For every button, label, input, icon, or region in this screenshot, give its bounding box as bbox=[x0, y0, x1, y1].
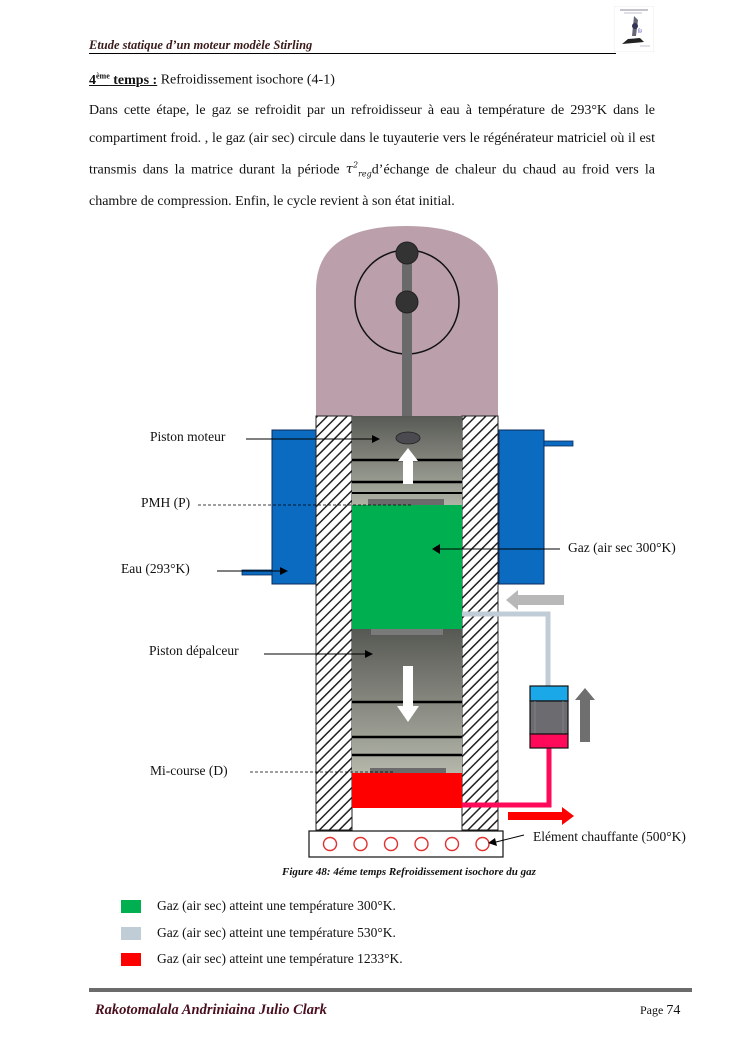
tau-reg-symbol: τ2reg bbox=[345, 161, 372, 179]
heater-coil bbox=[414, 836, 429, 852]
heater-base bbox=[308, 830, 504, 858]
heater-coil bbox=[383, 836, 399, 852]
footer-author: Rakotomalala Andriniaina Julio Clark bbox=[95, 1002, 327, 1018]
label-piston-moteur: Piston moteur bbox=[150, 429, 226, 444]
cold-gas-chamber bbox=[352, 505, 462, 629]
regenerator-matrix bbox=[529, 700, 569, 735]
cold-transfer-pipe bbox=[462, 611, 551, 686]
section-heading: 4ème temps : Refroidissement isochore (4… bbox=[89, 71, 335, 89]
cylinder-wall-left bbox=[315, 415, 353, 831]
heater-coil bbox=[475, 836, 490, 852]
heater-coils bbox=[322, 836, 490, 852]
label-pmh: PMH (P) bbox=[141, 495, 191, 510]
hot-transfer-pipe bbox=[462, 748, 552, 808]
figure-caption: Figure 48: 4éme temps Refroidissement is… bbox=[282, 866, 536, 878]
connecting-rod bbox=[402, 254, 412, 418]
section-label: 4ème temps : bbox=[89, 71, 158, 88]
regenerator-cold-end bbox=[529, 685, 569, 702]
flow-arrow-up-icon bbox=[575, 688, 595, 742]
page-number: Page 74 bbox=[640, 1003, 681, 1018]
label-mi-course: Mi-course (D) bbox=[150, 763, 228, 778]
wrist-pin bbox=[395, 431, 421, 445]
heater-coil bbox=[322, 836, 338, 852]
heater-coil bbox=[444, 836, 460, 852]
svg-text:fg: fg bbox=[638, 29, 642, 34]
legend-swatch-red bbox=[121, 953, 141, 966]
header-divider bbox=[89, 53, 616, 54]
heater-coil bbox=[353, 836, 368, 852]
water-inlet-pipe-left bbox=[241, 569, 273, 576]
legend-swatch-green bbox=[121, 900, 141, 913]
stirling-engine-logo-icon: fg bbox=[613, 5, 655, 53]
body-paragraph: Dans cette étape, le gaz se refroidit pa… bbox=[89, 103, 655, 210]
label-eau: Eau (293°K) bbox=[121, 561, 190, 576]
cylinder-wall-right bbox=[461, 415, 499, 831]
crank-pin-top bbox=[395, 241, 419, 265]
water-jacket-right bbox=[498, 429, 545, 585]
water-outlet-pipe-right bbox=[543, 440, 574, 447]
flow-arrow-left-icon bbox=[506, 590, 564, 610]
legend-swatch-grey bbox=[121, 927, 141, 940]
section-title: Refroidissement isochore (4-1) bbox=[157, 72, 335, 88]
crank-pin-center bbox=[395, 290, 419, 314]
piston-up-arrow-icon bbox=[398, 448, 418, 484]
flow-arrow-right-icon bbox=[508, 807, 574, 825]
regenerator-hot-end bbox=[529, 733, 569, 749]
label-element-chauffant: Elément chauffante (500°K) bbox=[533, 829, 686, 844]
hot-gas-chamber bbox=[352, 773, 462, 808]
water-jacket-left bbox=[271, 429, 317, 585]
footer-divider bbox=[89, 988, 692, 992]
displacer-down-arrow-icon bbox=[397, 666, 419, 722]
running-header-title: Etude statique d’un moteur modèle Stirli… bbox=[89, 38, 313, 52]
label-gaz: Gaz (air sec 300°K) bbox=[568, 540, 676, 555]
label-piston-deplaceur: Piston dépalceur bbox=[149, 643, 239, 658]
